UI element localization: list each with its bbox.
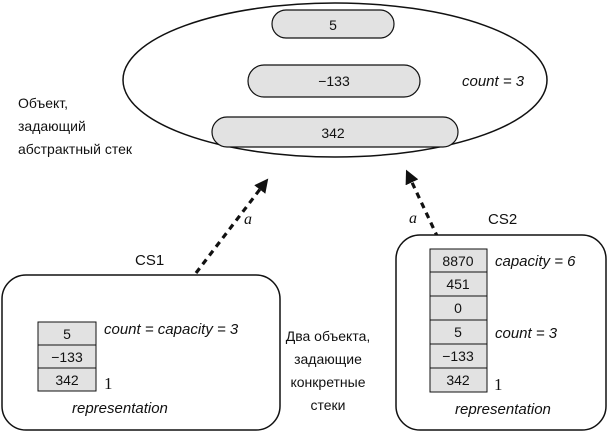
middle-caption-line: конкретные	[290, 374, 365, 390]
cs1-cell	[37, 367, 97, 392]
cs1-cell-value: 342	[55, 372, 79, 388]
cs2-title: CS2	[488, 211, 517, 228]
abstract-stack-object: 5 −133 342 count = 3	[122, 2, 548, 158]
abstract-caption-line: абстрактный стек	[18, 141, 133, 157]
cs2-cell-value: 342	[446, 372, 470, 388]
cs2-representation-label: representation	[455, 401, 551, 418]
abstract-caption-line: задающий	[18, 118, 86, 134]
cs2-cell-value: 5	[454, 324, 462, 340]
stack-item-pill	[247, 64, 421, 98]
cs1-link-label: a	[244, 211, 252, 228]
stack-item-value: −133	[318, 73, 350, 89]
cs2-capacity-label: capacity = 6	[495, 253, 576, 270]
cs1-marker: 1	[104, 374, 113, 393]
cs1-count-label: count = capacity = 3	[104, 321, 239, 338]
cs2-cell	[429, 295, 488, 321]
middle-caption-line: задающие	[294, 351, 362, 367]
abstract-object-caption: Объект, задающий абстрактный стек	[18, 95, 133, 157]
cs2-cell-value: −133	[442, 348, 474, 364]
cs2-link-arrow	[405, 169, 440, 239]
cs2-cell	[429, 343, 488, 369]
stack-item-value: 5	[329, 17, 337, 33]
cs2-cell	[429, 319, 488, 345]
cs2-cell-value: 451	[446, 276, 470, 292]
cs2-object: CS2 8870 451 0 5 −133 342 capacity = 6 c…	[395, 211, 607, 431]
cs1-object: CS1 5 −133 342 count = capacity = 3 1 re…	[1, 252, 281, 431]
cs2-cell	[429, 367, 488, 393]
cs1-title: CS1	[135, 252, 164, 269]
cs2-cell	[429, 271, 488, 297]
cs2-marker: 1	[494, 375, 503, 394]
middle-caption-line: Два объекта,	[286, 328, 371, 344]
middle-caption-line: стеки	[311, 397, 346, 413]
stack-item-pill	[271, 9, 395, 39]
cs1-representation-label: representation	[72, 400, 168, 417]
abstract-count-label: count = 3	[462, 73, 525, 90]
cs1-cell-value: −133	[51, 349, 83, 365]
cs2-cell-value: 8870	[442, 253, 473, 269]
abstract-caption-line: Объект,	[18, 95, 68, 111]
cs2-count-label: count = 3	[495, 325, 558, 342]
stack-item-pill	[211, 116, 459, 148]
cs1-cell-value: 5	[63, 326, 71, 342]
cs2-cell-value: 0	[454, 300, 462, 316]
cs1-link-arrow	[194, 178, 269, 274]
cs2-link-label: a	[409, 210, 417, 227]
concrete-stacks-caption: Два объекта, задающие конкретные стеки	[286, 328, 371, 413]
stack-item-value: 342	[321, 125, 345, 141]
